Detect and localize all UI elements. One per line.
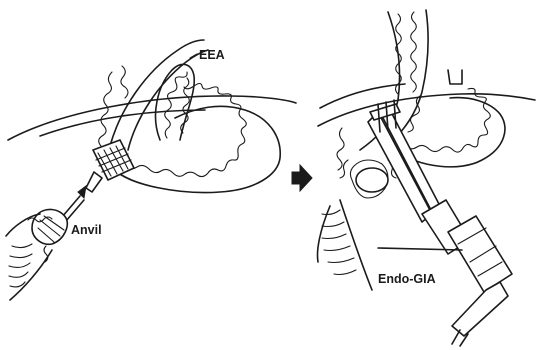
right-bowel-outline — [318, 200, 373, 290]
right-tube-staple-line-2 — [411, 12, 417, 92]
left-panel: EEA Anvil — [6, 40, 296, 300]
left-folded-loop-lining — [165, 72, 190, 138]
right-outer-curve-upper — [318, 94, 535, 126]
transition-arrow — [292, 165, 312, 191]
right-panel: Endo-GIA — [318, 10, 536, 346]
eea-shaft-inner — [128, 50, 208, 150]
eea-spike — [86, 172, 102, 192]
right-bowel-stripes — [322, 210, 356, 275]
anastomosis-ring — [356, 168, 388, 192]
left-bowel-stripes — [9, 244, 32, 287]
right-wall-wavy — [337, 128, 344, 170]
endo-gia-label: Endo-GIA — [378, 272, 436, 286]
endo-gia-handle — [452, 282, 508, 336]
left-wall-wavy-2 — [121, 66, 128, 98]
eea-label: EEA — [199, 48, 225, 62]
right-small-bracket — [448, 70, 462, 84]
endo-gia-body — [448, 216, 512, 292]
right-tube-staple-line-1 — [396, 14, 402, 94]
anvil-label: Anvil — [71, 223, 102, 237]
left-outer-curve-upper — [8, 96, 296, 140]
